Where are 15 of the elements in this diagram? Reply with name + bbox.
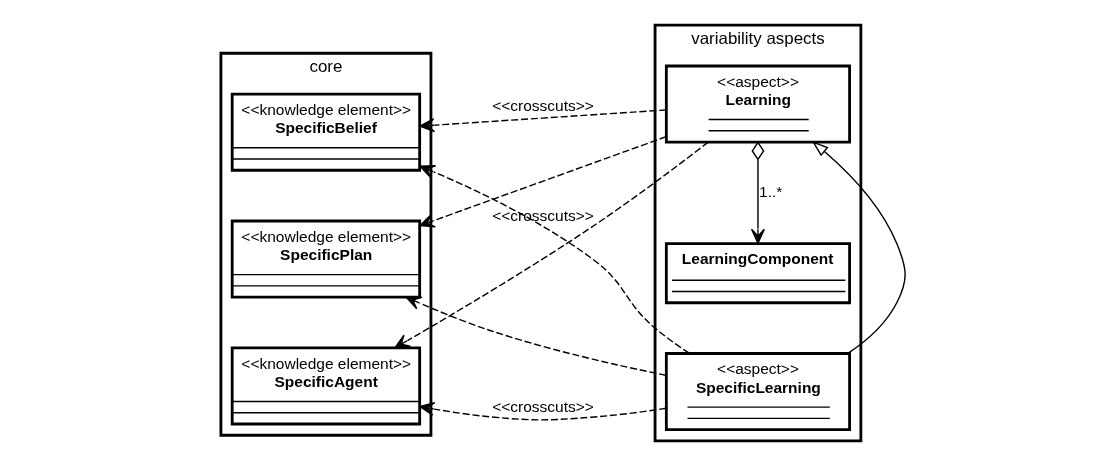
edge-label: <<crosscuts>> — [492, 206, 594, 224]
node-box: <<aspect>> Learning — [664, 64, 851, 144]
arrow — [419, 109, 667, 133]
edge-label: <<crosscuts>> — [492, 96, 594, 114]
edge-label: <<crosscuts>> — [492, 398, 594, 416]
node-box: <<aspect>> SpecificLearning — [664, 352, 851, 432]
arrow — [405, 296, 667, 376]
arrow — [419, 136, 667, 228]
arrow — [419, 165, 690, 354]
node-box: LearningComponent — [664, 242, 851, 305]
arrow — [394, 141, 709, 349]
arrow — [419, 402, 667, 421]
arrow — [811, 140, 906, 355]
arrow — [750, 141, 765, 245]
edge-label: 1..* — [759, 182, 783, 200]
